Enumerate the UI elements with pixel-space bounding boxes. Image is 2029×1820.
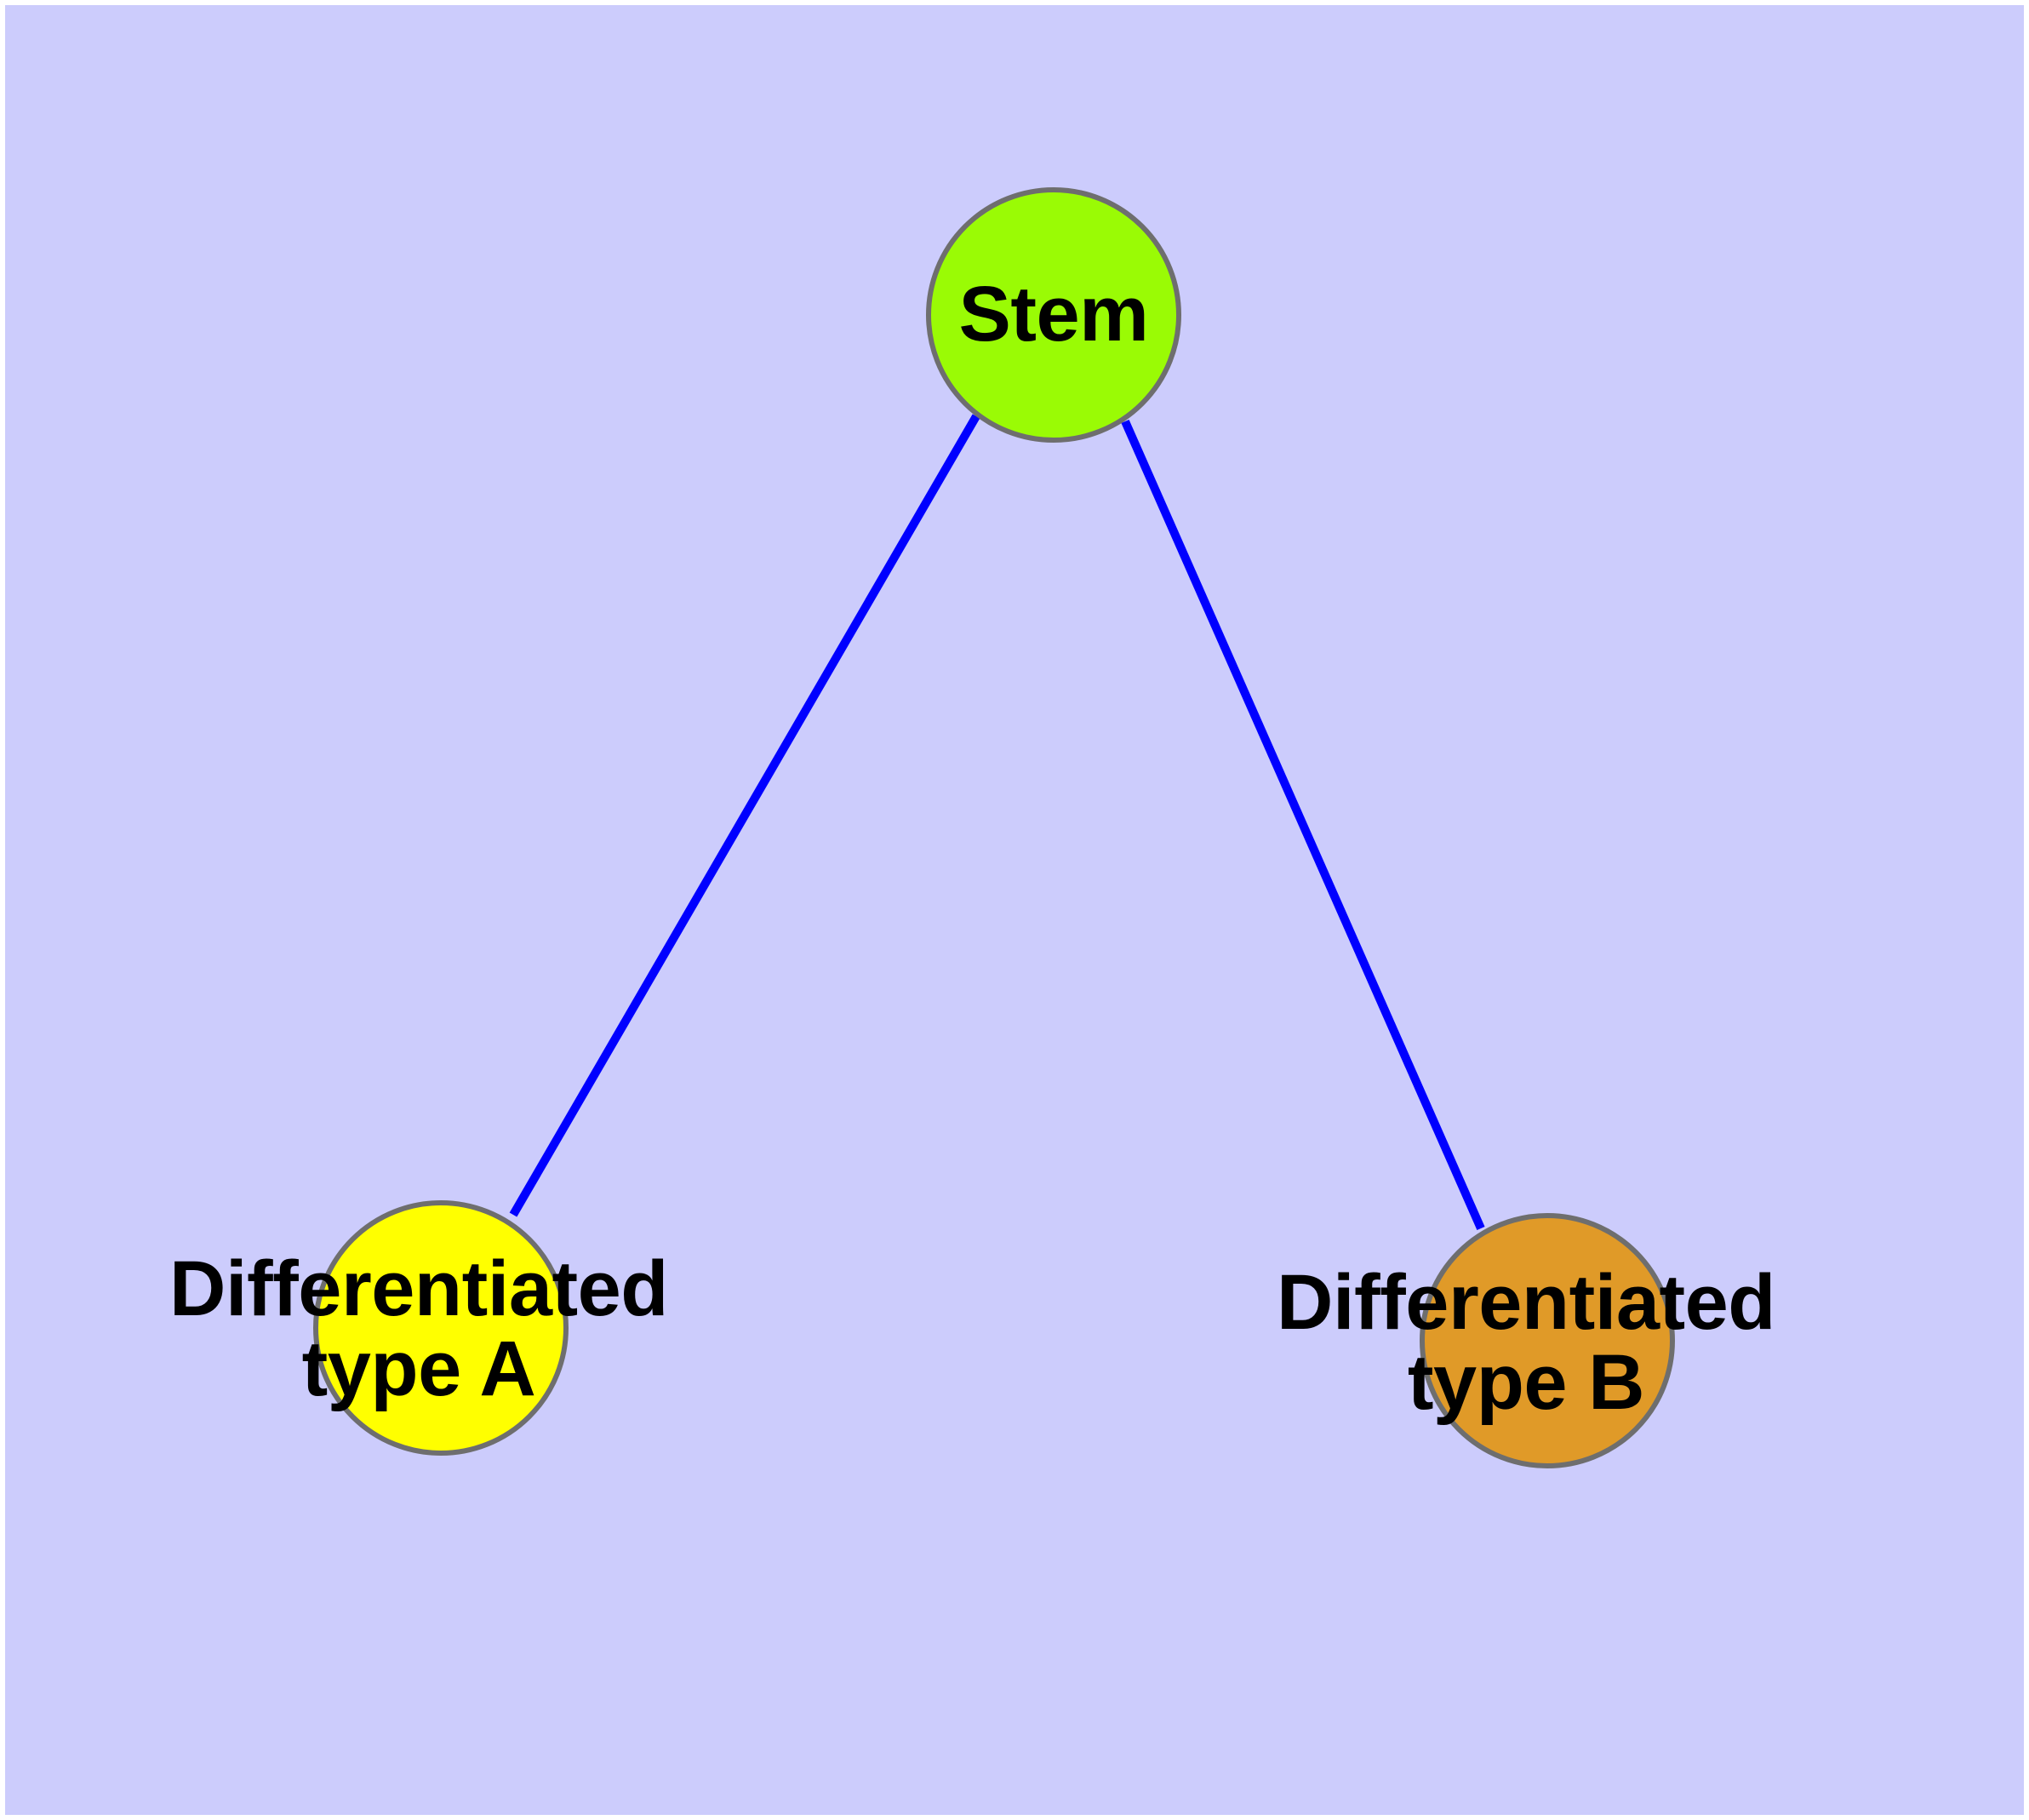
node-group (313, 187, 1675, 1468)
edge-stem-to-differentiated-type-a[interactable] (509, 414, 980, 1217)
edge-group (509, 414, 1485, 1231)
edge-stem-to-differentiated-type-b[interactable] (1121, 419, 1485, 1231)
node-differentiated-type-b[interactable] (1420, 1213, 1675, 1468)
node-differentiated-type-a[interactable] (313, 1200, 569, 1456)
node-stem[interactable] (926, 187, 1181, 443)
